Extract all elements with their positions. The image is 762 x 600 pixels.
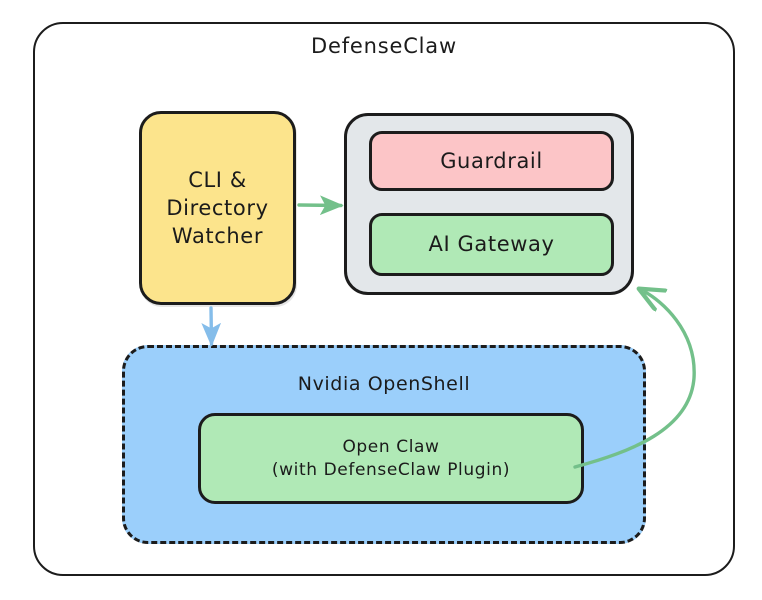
node-guardrail-label: Guardrail <box>440 148 543 173</box>
open-claw-label-line-2: (with DefenseClaw Plugin) <box>271 459 511 480</box>
node-guardrail: Guardrail <box>369 131 614 191</box>
diagram-title: DefenseClaw <box>311 34 457 58</box>
cli-label-line-1: CLI & <box>188 167 247 192</box>
node-cli-directory-watcher: CLI & Directory Watcher <box>139 111 296 305</box>
cli-label-line-2: Directory <box>166 195 269 220</box>
node-open-claw-label: Open Claw (with DefenseClaw Plugin) <box>201 416 581 501</box>
node-ai-gateway: AI Gateway <box>369 213 614 276</box>
node-ai-gateway-label: AI Gateway <box>428 232 555 257</box>
node-nvidia-openshell-label: Nvidia OpenShell <box>297 373 471 395</box>
node-cli-directory-watcher-label: CLI & Directory Watcher <box>142 114 293 302</box>
open-claw-label-line-1: Open Claw <box>342 436 440 457</box>
cli-label-line-3: Watcher <box>171 224 264 249</box>
node-open-claw: Open Claw (with DefenseClaw Plugin) <box>198 413 584 504</box>
